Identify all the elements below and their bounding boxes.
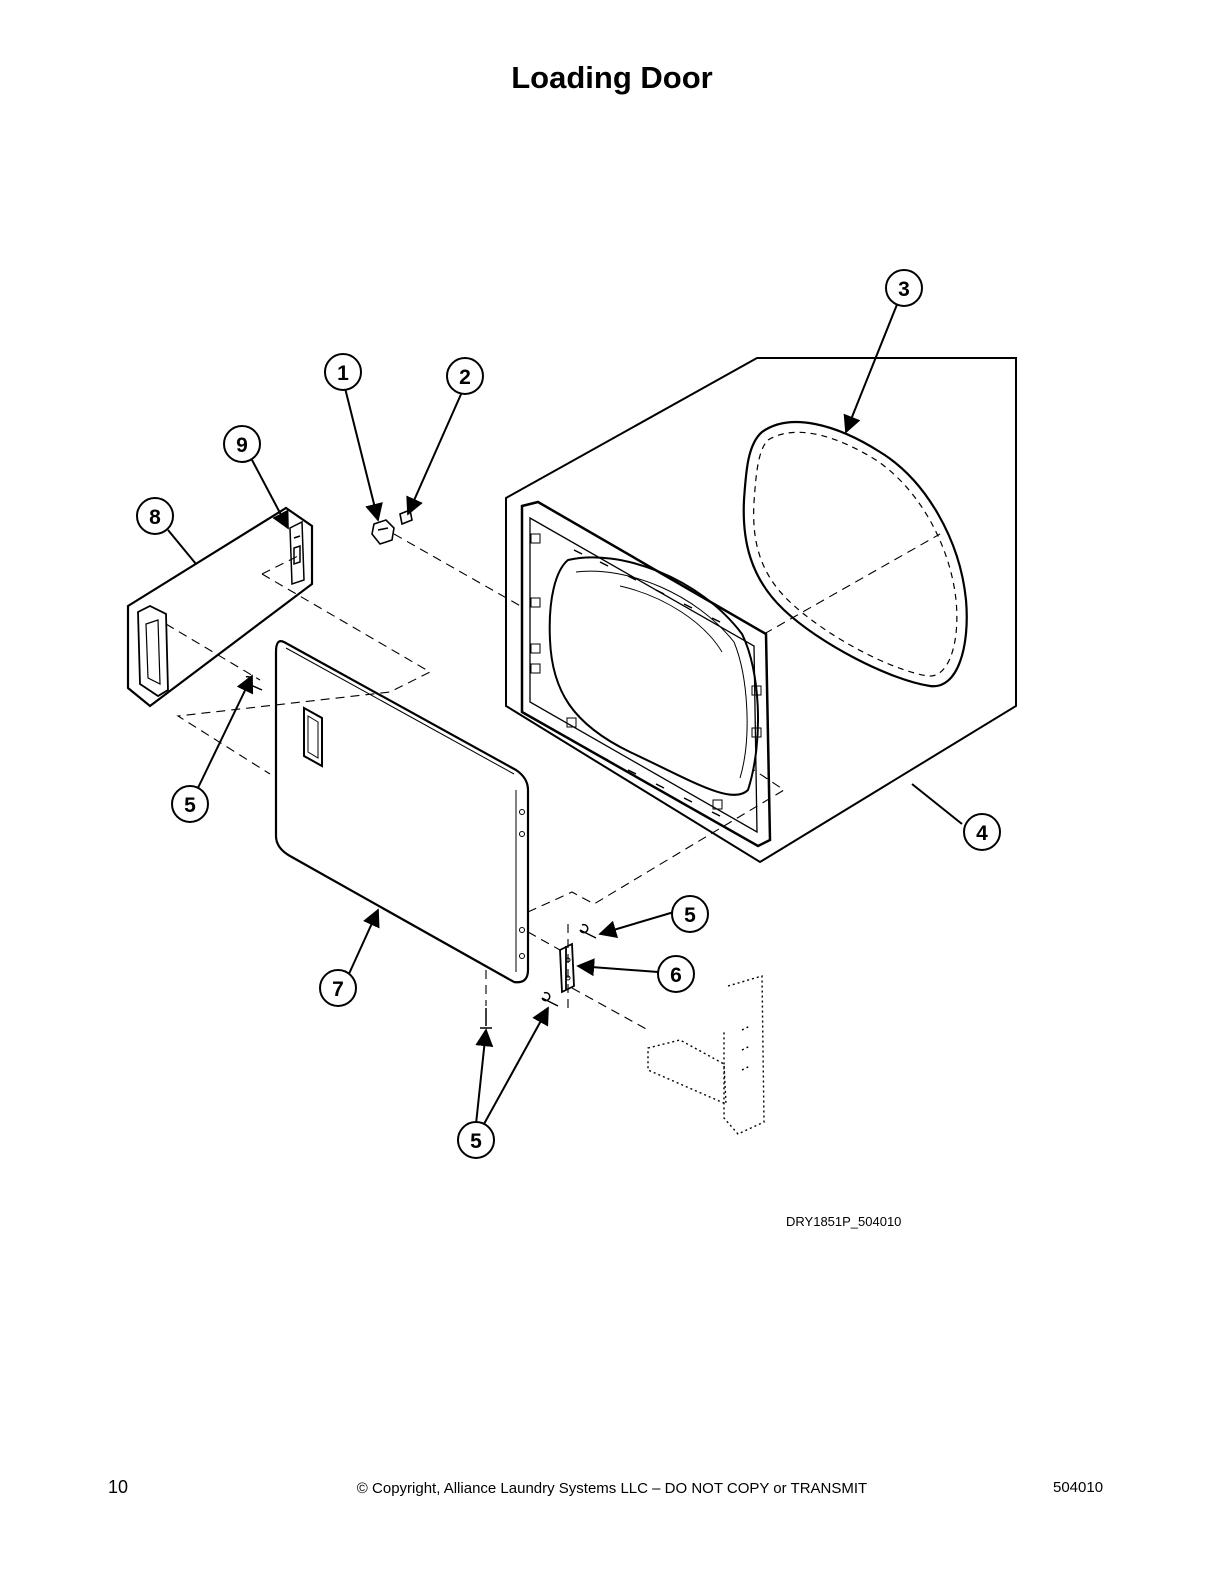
svg-text:4: 4 xyxy=(976,822,988,845)
catch-clip xyxy=(399,508,413,526)
page-title: Loading Door xyxy=(511,60,713,95)
svg-text:9: 9 xyxy=(236,434,248,457)
svg-text:1: 1 xyxy=(337,362,349,385)
callout-3: 3 xyxy=(885,269,923,307)
callout-5-left: 5 xyxy=(171,785,209,823)
svg-text:2: 2 xyxy=(459,366,471,389)
cabinet-hinge-bracket xyxy=(647,975,765,1135)
callout-5-right: 5 xyxy=(671,895,709,933)
assembly-lines xyxy=(165,533,941,1031)
callout-2: 2 xyxy=(446,357,484,395)
door-panel xyxy=(274,640,530,984)
svg-text:5: 5 xyxy=(184,794,196,817)
callout-9: 9 xyxy=(223,425,261,463)
cabinet-front-panel xyxy=(505,357,1017,864)
door-gasket xyxy=(742,420,968,688)
callout-6: 6 xyxy=(657,955,695,993)
svg-text:7: 7 xyxy=(332,978,344,1001)
svg-text:6: 6 xyxy=(670,964,682,987)
callout-8: 8 xyxy=(136,497,174,535)
page-number: 10 xyxy=(108,1477,129,1497)
svg-text:5: 5 xyxy=(470,1130,482,1153)
drawing-code: DRY1851P_504010 xyxy=(786,1214,902,1229)
document-number: 504010 xyxy=(1053,1479,1104,1496)
svg-text:8: 8 xyxy=(149,506,161,529)
callout-5-bottom: 5 xyxy=(457,1121,495,1159)
door-strike xyxy=(289,520,305,586)
inner-door-panel xyxy=(126,506,314,708)
door-hinge xyxy=(559,942,575,994)
copyright-notice: © Copyright, Alliance Laundry Systems LL… xyxy=(356,1480,868,1497)
callout-4: 4 xyxy=(963,813,1001,851)
leader-arrows xyxy=(167,301,963,1125)
door-catch xyxy=(371,519,395,545)
callout-7: 7 xyxy=(319,969,357,1007)
callout-1: 1 xyxy=(324,353,362,391)
svg-text:5: 5 xyxy=(684,904,696,927)
svg-text:3: 3 xyxy=(898,278,910,301)
